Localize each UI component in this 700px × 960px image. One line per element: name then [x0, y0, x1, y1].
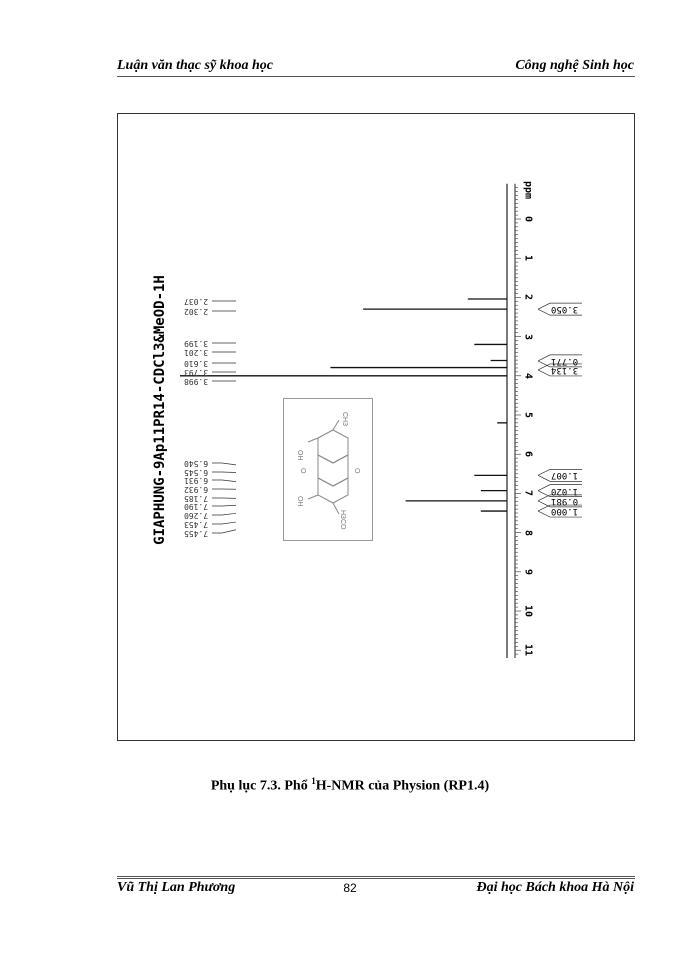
integral-value: 1.000	[551, 506, 579, 517]
peak-label-leader	[212, 504, 237, 507]
chemical-structure: OH O OH CH3 O H3CO	[283, 398, 373, 541]
structure-label: OH	[296, 496, 303, 507]
spectrum-frame	[117, 113, 635, 741]
integral-bracket	[537, 360, 582, 368]
integral-value: 3.134	[551, 364, 579, 375]
integral-bracket	[537, 494, 582, 502]
peak-label: 2.302	[184, 307, 209, 316]
integral-bracket	[537, 363, 582, 371]
peak-label: 3.201	[184, 348, 209, 357]
peak-label: 7.455	[184, 529, 209, 538]
peak-label-leader	[212, 471, 237, 473]
peak-label: 6.931	[184, 476, 209, 485]
peak-label-leader	[212, 479, 237, 482]
tick-label: 4	[522, 372, 534, 379]
integral-bracket	[537, 490, 582, 498]
peak-label: 3.199	[184, 339, 209, 348]
integral-bracket	[537, 510, 582, 518]
tick-label: 5	[522, 411, 534, 419]
peak-label: 7.453	[184, 520, 209, 529]
peak-label-leader	[212, 529, 237, 534]
integral-bracket	[537, 504, 582, 512]
peak-label: 6.540	[184, 459, 209, 468]
integral-bracket	[537, 475, 582, 482]
integral-bracket	[537, 369, 582, 377]
peak-label-leader	[212, 512, 237, 516]
caption-rest: H-NMR của Physion (RP1.4)	[315, 778, 490, 794]
peak-label: 2.037	[184, 297, 209, 306]
caption-prefix: Phụ lục 7.3. Phổ	[210, 778, 312, 794]
axis-label: ppm	[522, 180, 534, 199]
peak-label-leader	[212, 521, 237, 525]
tick-label: 10	[522, 604, 534, 618]
footer-institution: Đại học Bách khoa Hà Nội	[476, 880, 634, 895]
peak-label: 3.998	[184, 377, 209, 386]
peak-label: 7.185	[184, 494, 209, 503]
structure-label: CH3	[341, 412, 348, 426]
peak-label-leader	[212, 462, 237, 466]
integral-value: 0.771	[551, 355, 579, 366]
peak-label: 6.545	[184, 468, 209, 477]
header-rule	[117, 76, 635, 77]
peak-label: 6.932	[184, 485, 209, 494]
spectrum-title: GIAPHUNG-9Ap11PR14-CDCl3&MeOD-1H	[152, 275, 168, 545]
integral-bracket	[537, 469, 582, 476]
tick-label: 6	[522, 451, 534, 458]
structure-label: O	[353, 468, 360, 474]
structure-label: OH	[296, 450, 303, 461]
footer-rule	[117, 876, 635, 879]
tick-label: 0	[522, 215, 534, 223]
tick-label: 9	[522, 568, 534, 575]
structure-label: O	[299, 468, 306, 474]
structure-label: H3CO	[339, 510, 346, 530]
peak-label: 7.260	[184, 511, 209, 520]
page-number: 82	[343, 881, 357, 895]
integral-value: 1.020	[551, 485, 579, 496]
integral-bracket	[537, 308, 582, 316]
tick-label: 7	[522, 490, 534, 497]
peak-label: 7.190	[184, 502, 209, 511]
tick-label: 1	[522, 255, 534, 262]
peak-label: 3.793	[184, 368, 209, 377]
integral-value: 3.050	[551, 304, 579, 315]
header-left: Luận văn thạc sỹ khoa học	[117, 58, 273, 73]
integral-bracket	[537, 354, 582, 362]
peak-label: 3.610	[184, 359, 209, 368]
integral-bracket	[537, 484, 582, 491]
integral-value: 0.981	[551, 495, 579, 506]
footer-author: Vũ Thị Lan Phương	[117, 880, 236, 895]
figure-caption: Phụ lục 7.3. Phổ 1H-NMR của Physion (RP1…	[0, 776, 700, 795]
tick-label: 8	[522, 529, 534, 536]
header-right: Công nghệ Sinh học	[515, 58, 634, 73]
caption-sup: 1	[311, 776, 316, 786]
integral-bracket	[537, 500, 582, 508]
tick-label: 3	[522, 333, 534, 340]
integral-value: 1.007	[551, 470, 579, 481]
tick-label: 2	[522, 294, 534, 301]
integral-bracket	[537, 302, 582, 310]
tick-label: 11	[522, 644, 534, 657]
